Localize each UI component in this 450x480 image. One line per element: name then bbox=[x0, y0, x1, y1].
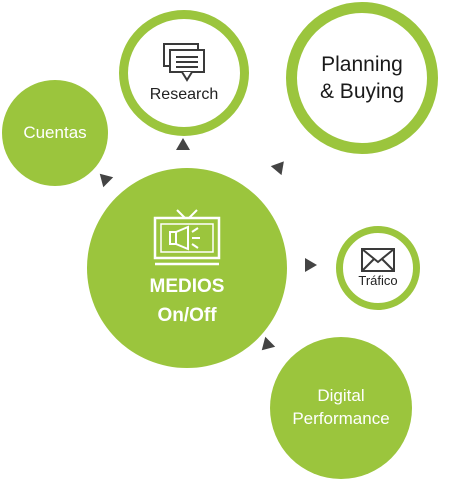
trafico-node[interactable]: Tráfico bbox=[336, 226, 420, 310]
arrow-to-cuentas-icon bbox=[94, 168, 114, 188]
medios-node[interactable]: MEDIOS On/Off bbox=[87, 168, 287, 368]
digital-label-line2: Performance bbox=[292, 409, 390, 428]
research-node[interactable]: Research bbox=[119, 10, 249, 136]
arrow-to-digital-icon bbox=[256, 336, 276, 356]
planning-buying-node[interactable]: Planning & Buying bbox=[286, 2, 438, 154]
planning-label-line1: Planning bbox=[321, 52, 403, 76]
cuentas-label: Cuentas bbox=[23, 123, 87, 143]
trafico-label: Tráfico bbox=[358, 272, 398, 288]
arrow-to-trafico-icon bbox=[305, 258, 317, 272]
medios-label-line1: MEDIOS bbox=[149, 276, 225, 298]
arrow-to-planning-icon bbox=[270, 156, 290, 176]
medios-label-line2: On/Off bbox=[157, 305, 217, 326]
envelope-icon bbox=[361, 247, 395, 272]
research-label: Research bbox=[149, 85, 219, 103]
arrow-to-research-icon bbox=[176, 138, 190, 150]
tv-megaphone-icon bbox=[153, 209, 221, 266]
digital-label-line1: Digital bbox=[317, 386, 365, 406]
digital-performance-node[interactable]: Digital Performance bbox=[270, 337, 412, 479]
chat-bubbles-icon bbox=[163, 42, 205, 82]
cuentas-node[interactable]: Cuentas bbox=[2, 80, 108, 186]
planning-label-line2: & Buying bbox=[319, 80, 405, 103]
